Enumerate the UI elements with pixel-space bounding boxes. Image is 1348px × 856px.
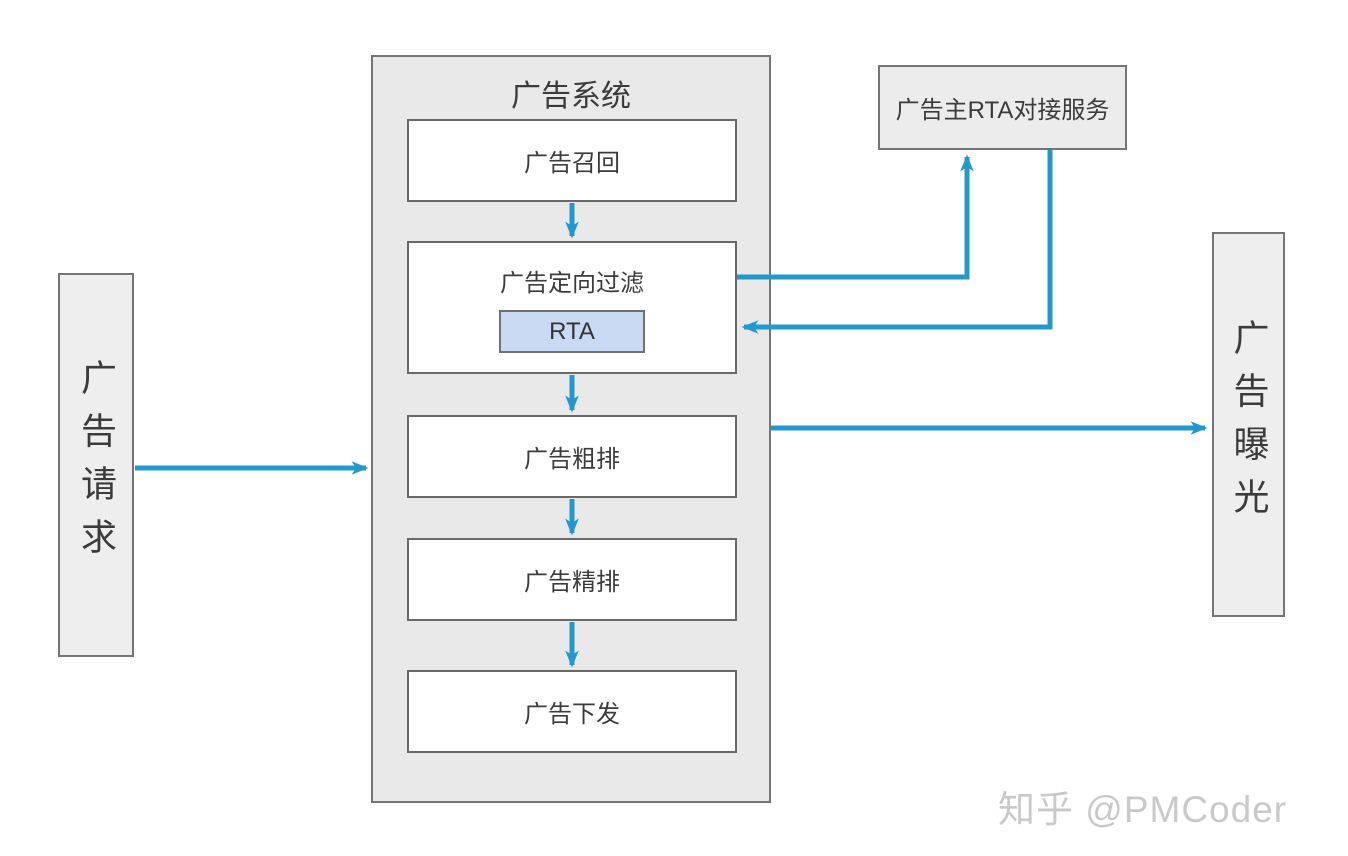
node-ad-coarse-rank-label: 广告粗排	[524, 446, 620, 473]
arrow-filter-to-rta-service	[737, 154, 974, 280]
node-advertiser-rta-service-label: 广告主RTA对接服务	[895, 97, 1110, 124]
ad-system-title: 广告系统	[511, 80, 631, 113]
node-ad-targeting-filter-label: 广告定向过滤	[500, 270, 644, 297]
node-ad-recall: 广告召回	[407, 119, 737, 202]
node-ad-recall-label: 广告召回	[524, 150, 620, 177]
arrow-rta-service-to-filter	[741, 150, 1053, 334]
node-advertiser-rta-service: 广告主RTA对接服务	[878, 65, 1127, 150]
node-ad-exposure-label: 广告曝光	[1228, 318, 1270, 531]
node-ad-coarse-rank: 广告粗排	[407, 415, 737, 498]
zhihu-watermark: 知乎 @PMCoder	[998, 789, 1288, 830]
node-ad-request: 广告请求	[58, 273, 134, 657]
node-ad-fine-rank-label: 广告精排	[524, 569, 620, 596]
node-rta-label: RTA	[549, 317, 595, 345]
node-ad-fine-rank: 广告精排	[407, 538, 737, 621]
node-ad-delivery-label: 广告下发	[524, 701, 620, 728]
node-rta: RTA	[499, 310, 645, 353]
node-ad-exposure: 广告曝光	[1212, 232, 1285, 617]
node-ad-targeting-filter: 广告定向过滤	[407, 241, 737, 374]
node-ad-delivery: 广告下发	[407, 670, 737, 753]
node-ad-request-label: 广告请求	[76, 359, 117, 571]
